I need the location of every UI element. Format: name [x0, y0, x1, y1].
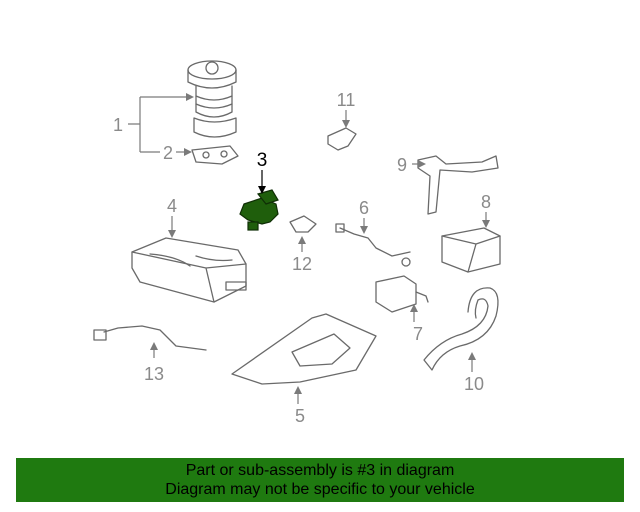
callout-5: 5 — [295, 406, 305, 426]
callout-8: 8 — [481, 192, 491, 212]
parts-diagram: 1 2 3 4 5 6 — [93, 60, 501, 426]
part-13-sensor: 13 — [93, 325, 207, 384]
part-1-egr-valve — [187, 60, 237, 138]
callout-3: 3 — [257, 150, 268, 171]
callout-1: 1 — [113, 93, 194, 153]
part-4-canister: 4 — [131, 196, 247, 303]
banner-line-2: Diagram may not be specific to your vehi… — [165, 481, 475, 498]
part-6-sensor: 6 — [335, 198, 411, 257]
svg-text:1: 1 — [113, 115, 123, 135]
callout-6: 6 — [359, 198, 369, 218]
callout-7: 7 — [413, 324, 423, 344]
part-2-gasket — [191, 145, 239, 165]
part-8-box: 8 — [441, 192, 501, 273]
callout-4: 4 — [167, 196, 177, 216]
part-11-clip: 11 — [327, 90, 357, 151]
part-10-hose: 10 — [423, 287, 499, 394]
callout-11: 11 — [337, 90, 356, 110]
part-5-shield: 5 — [231, 313, 377, 426]
callout-2: 2 — [163, 143, 192, 163]
part-7-valve: 7 — [375, 257, 429, 344]
callout-9: 9 — [397, 155, 407, 175]
part-9-bracket: 9 — [397, 155, 499, 215]
callout-13: 13 — [144, 364, 164, 384]
svg-text:2: 2 — [163, 143, 173, 163]
part-3-solenoid-highlighted: 3 — [239, 150, 279, 231]
callout-12: 12 — [292, 254, 312, 274]
part-12-cap: 12 — [289, 215, 317, 274]
info-banner: Part or sub-assembly is #3 in diagram Di… — [16, 458, 624, 502]
banner-line-1: Part or sub-assembly is #3 in diagram — [185, 462, 455, 479]
callout-10: 10 — [464, 374, 484, 394]
